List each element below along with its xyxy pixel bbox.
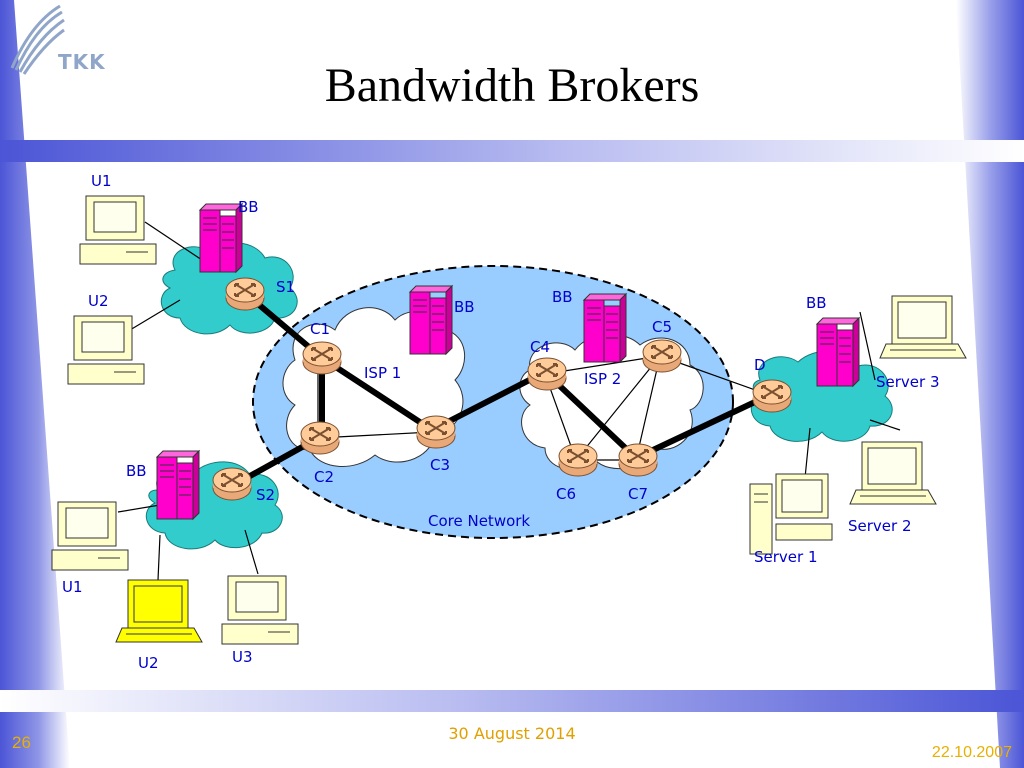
label-isp2: ISP 2 (584, 370, 621, 388)
footer-date: 30 August 2014 (448, 724, 576, 743)
router-s1 (225, 277, 265, 311)
router-c5 (642, 339, 682, 373)
label-u1-bottom: U1 (62, 578, 83, 596)
label-bb-isp1: BB (454, 298, 475, 316)
label-c3: C3 (430, 456, 450, 474)
server3-icon (879, 295, 967, 359)
router-c1 (302, 341, 342, 375)
pc-u2-top-icon (67, 315, 145, 385)
label-c5: C5 (652, 318, 672, 336)
pc-u1-top-icon (79, 195, 157, 265)
logo-text: TKK (58, 50, 106, 74)
label-c7: C7 (628, 485, 648, 503)
label-d: D (754, 356, 766, 374)
label-s1: S1 (276, 278, 295, 296)
page-number: 26 (12, 733, 31, 752)
router-s2 (212, 467, 252, 501)
label-u1-top: U1 (91, 172, 112, 190)
pc-u1-bottom-icon (51, 501, 129, 571)
server2-icon (849, 441, 937, 505)
label-bb-s1: BB (238, 198, 259, 216)
label-c6: C6 (556, 485, 576, 503)
label-server3: Server 3 (876, 373, 940, 391)
label-isp1: ISP 1 (364, 364, 401, 382)
broker-s1-icon (199, 203, 243, 273)
label-server1: Server 1 (754, 548, 818, 566)
label-c2: C2 (314, 468, 334, 486)
label-core-network: Core Network (428, 512, 530, 530)
router-c2 (300, 421, 340, 455)
label-bb-d: BB (806, 294, 827, 312)
router-d (752, 379, 792, 413)
broker-d-icon (816, 317, 860, 387)
router-c3 (416, 415, 456, 449)
pc-u3-icon (221, 575, 299, 645)
label-bb-isp2: BB (552, 288, 573, 306)
router-c4 (527, 357, 567, 391)
router-c7 (618, 443, 658, 477)
label-u2-bottom: U2 (138, 654, 159, 672)
laptop-u2-bottom-icon (115, 579, 203, 643)
label-u3: U3 (232, 648, 253, 666)
server1-icon (749, 473, 833, 555)
label-server2: Server 2 (848, 517, 912, 535)
label-s2: S2 (256, 486, 275, 504)
label-c4: C4 (530, 338, 550, 356)
label-u2-top: U2 (88, 292, 109, 310)
tkk-logo-icon (10, 4, 65, 75)
slide-date: 22.10.2007 (931, 744, 1012, 761)
broker-s2-icon (156, 450, 200, 520)
slide-title: Bandwidth Brokers (324, 59, 700, 112)
label-c1: C1 (310, 320, 330, 338)
router-c6 (558, 443, 598, 477)
label-bb-s2: BB (126, 462, 147, 480)
